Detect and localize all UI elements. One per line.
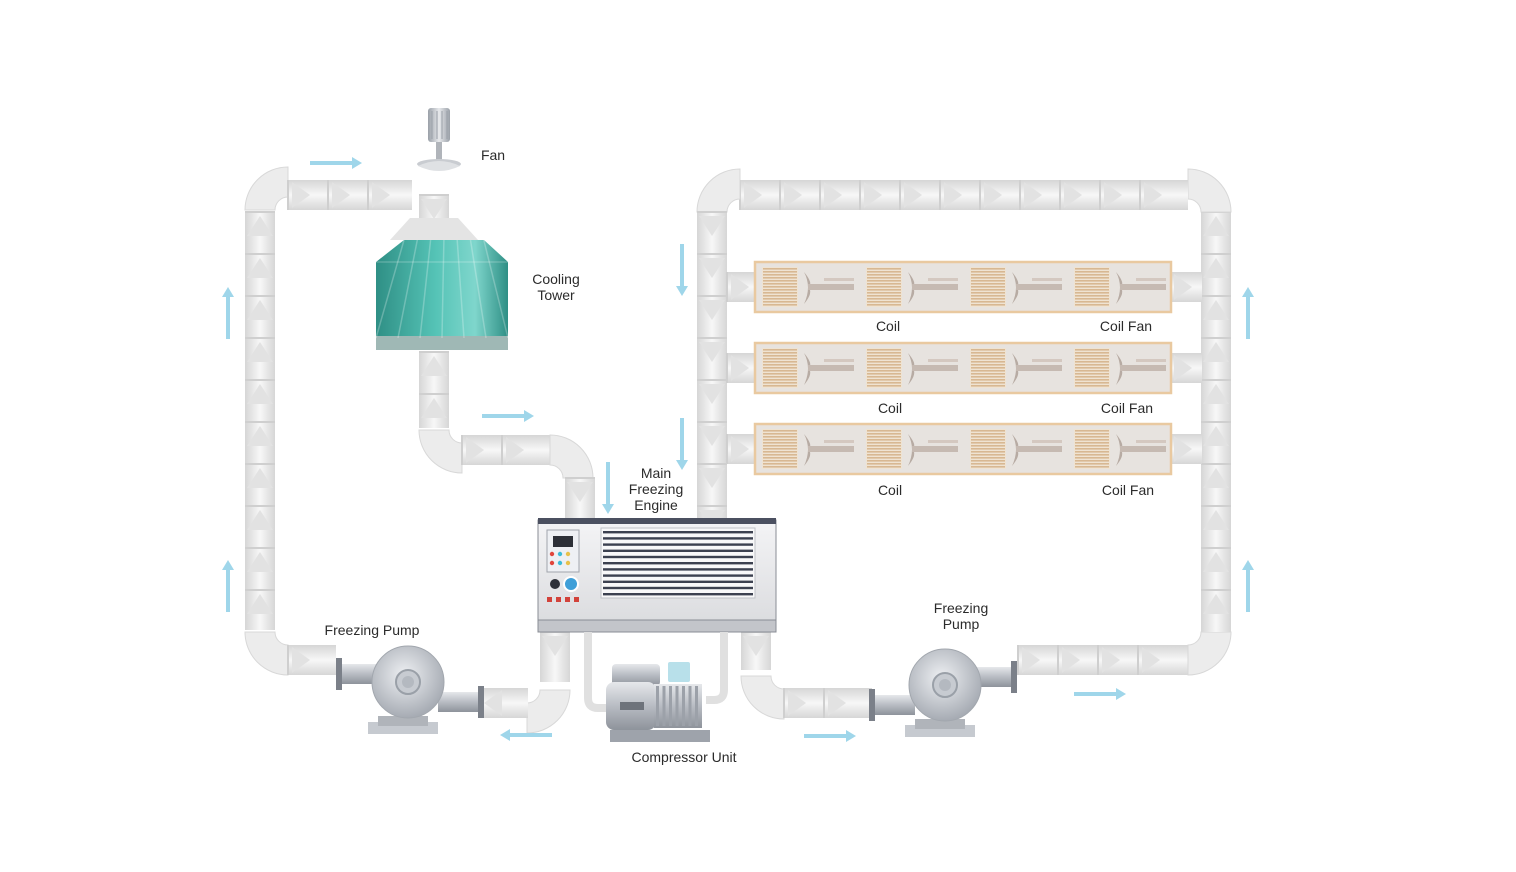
coil-fan-icon <box>908 434 958 466</box>
pipe-segment <box>419 351 449 428</box>
pipe-segment <box>540 631 570 682</box>
flow-arrow-icon <box>310 157 362 169</box>
coil-icon <box>762 348 798 388</box>
flow-arrow-icon <box>222 287 234 339</box>
coil-icon <box>1074 348 1110 388</box>
pipe-segment <box>697 211 727 530</box>
equipment-layer <box>336 108 1173 742</box>
pipe-elbow <box>244 631 289 676</box>
compressor-label: Compressor Unit <box>631 749 737 765</box>
freezing-pump-left-label: Freezing Pump <box>324 622 420 638</box>
flow-arrow-icon <box>222 560 234 612</box>
coil-label: Coil <box>875 318 901 334</box>
flow-arrow-icon <box>1242 560 1254 612</box>
coil-fan-icon <box>908 353 958 385</box>
flow-arrow-icon <box>676 418 688 470</box>
coil-fan-icon <box>804 272 854 304</box>
coil-label: Coil <box>877 482 903 498</box>
pipe-segment <box>1169 272 1202 302</box>
pipe-elbow <box>1187 631 1232 676</box>
pipe-segment <box>726 434 756 464</box>
coil-label: Coil <box>877 400 903 416</box>
pipe-elbow <box>696 168 741 213</box>
coil-icon <box>970 348 1006 388</box>
coil-icon <box>866 348 902 388</box>
coil-icon <box>1074 267 1110 307</box>
pipe-segment <box>1201 211 1231 632</box>
coil-icon <box>762 429 798 469</box>
pipe-segment <box>726 272 756 302</box>
pipe-elbow <box>740 675 785 720</box>
pipe-segment <box>741 631 771 670</box>
coil-fan-label: Coil Fan <box>1099 318 1153 334</box>
coil-icon <box>762 267 798 307</box>
coil-fan-icon <box>1012 272 1062 304</box>
coil-fan-icon <box>1116 272 1166 304</box>
coil-unit <box>753 260 1173 314</box>
coil-icon <box>970 429 1006 469</box>
pipe-segment <box>726 353 756 383</box>
pipe-segment <box>1169 353 1202 383</box>
main-engine-label: Main Freezing Engine <box>628 465 684 513</box>
freezing-engine-icon <box>537 518 777 633</box>
pump-icon <box>869 648 1017 737</box>
flow-arrow-icon <box>602 462 614 514</box>
pipe-elbow <box>244 166 289 211</box>
coil-icon <box>866 429 902 469</box>
pipe-network <box>244 166 1232 734</box>
compressor-icon <box>584 632 728 742</box>
pipe-segment <box>461 435 550 465</box>
pipe-segment <box>287 180 412 210</box>
flow-arrow-icon <box>676 244 688 296</box>
tower-hood <box>390 218 478 240</box>
flow-arrow-icon <box>500 729 552 741</box>
pipe-elbow <box>1187 168 1232 213</box>
cooling-tower-icon <box>375 239 509 350</box>
pipe-segment <box>1169 434 1202 464</box>
coil-fan-icon <box>908 272 958 304</box>
coil-icon <box>866 267 902 307</box>
coil-icon <box>1074 429 1110 469</box>
flow-arrow-icon <box>1242 287 1254 339</box>
coil-fan-icon <box>804 434 854 466</box>
pipe-segment <box>739 180 1188 210</box>
coil-fan-icon <box>1012 353 1062 385</box>
pipe-segment <box>287 645 336 675</box>
coil-fan-label: Coil Fan <box>1101 482 1155 498</box>
coil-fan-icon <box>1116 353 1166 385</box>
flow-arrow-icon <box>482 410 534 422</box>
coil-icon <box>970 267 1006 307</box>
coil-fan-icon <box>1012 434 1062 466</box>
pipe-elbow <box>549 434 594 479</box>
coil-fan-label: Coil Fan <box>1100 400 1154 416</box>
pipe-segment <box>783 688 872 718</box>
fan-label: Fan <box>480 147 506 163</box>
pipe-elbow <box>526 689 571 734</box>
freezing-pump-right-label: Freezing Pump <box>933 600 989 632</box>
pipe-segment <box>1017 645 1188 675</box>
coil-fan-icon <box>804 353 854 385</box>
fan-icon <box>417 108 461 171</box>
coil-unit <box>753 422 1173 476</box>
pump-icon <box>336 645 484 734</box>
pipe-segment <box>565 477 595 520</box>
pipe-segment <box>245 211 275 630</box>
pipe-elbow <box>418 429 463 474</box>
flow-arrow-icon <box>804 730 856 742</box>
cooling-tower-label: Cooling Tower <box>532 271 580 303</box>
coil-unit <box>753 341 1173 395</box>
pipe-segment <box>419 194 449 219</box>
flow-arrows <box>222 157 1254 742</box>
pipe-segment <box>479 688 528 718</box>
flow-arrow-icon <box>1074 688 1126 700</box>
coil-fan-icon <box>1116 434 1166 466</box>
